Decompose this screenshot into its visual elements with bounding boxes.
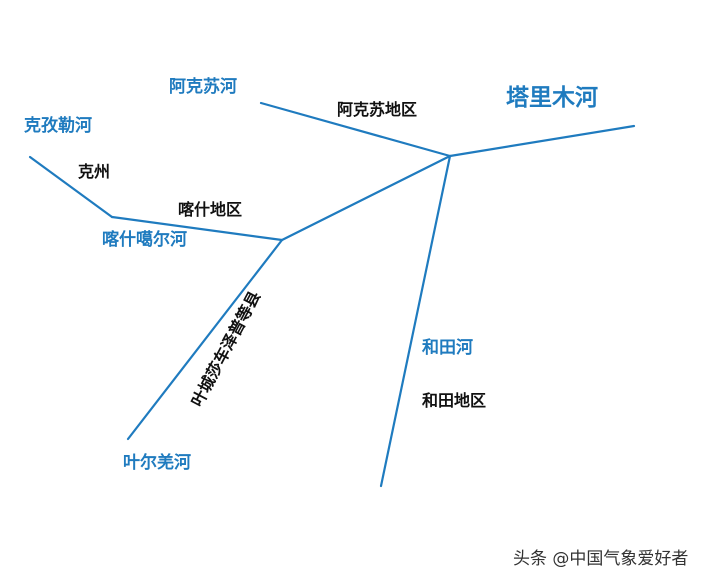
- aksu-river-label: 阿克苏河: [169, 77, 237, 97]
- kizil-river-line: [28, 155, 114, 219]
- aksu-region-label: 阿克苏地区: [337, 100, 418, 119]
- kashgar-river-label: 喀什噶尔河: [102, 230, 187, 250]
- kizil-river-label: 克孜勒河: [24, 116, 92, 136]
- yarkand-river-label: 叶尔羌河: [123, 453, 191, 473]
- hotan-river-label: 和田河: [422, 338, 473, 358]
- upper-confluence-line: [280, 154, 452, 242]
- tarim-river-line: [448, 124, 636, 158]
- hotan-region-label: 和田地区: [422, 391, 487, 410]
- tarim-river-label: 塔里木河: [506, 85, 598, 111]
- yarkand-river-line: [126, 238, 284, 441]
- hotan-river-line: [379, 154, 452, 488]
- kashgar-region-label: 喀什地区: [178, 200, 243, 219]
- watermark-text: 头条 @中国气象爱好者: [513, 549, 689, 569]
- kezhou-region-label: 克州: [78, 162, 111, 181]
- aksu-river-line: [259, 101, 452, 158]
- kashgar-river-line: [110, 215, 284, 242]
